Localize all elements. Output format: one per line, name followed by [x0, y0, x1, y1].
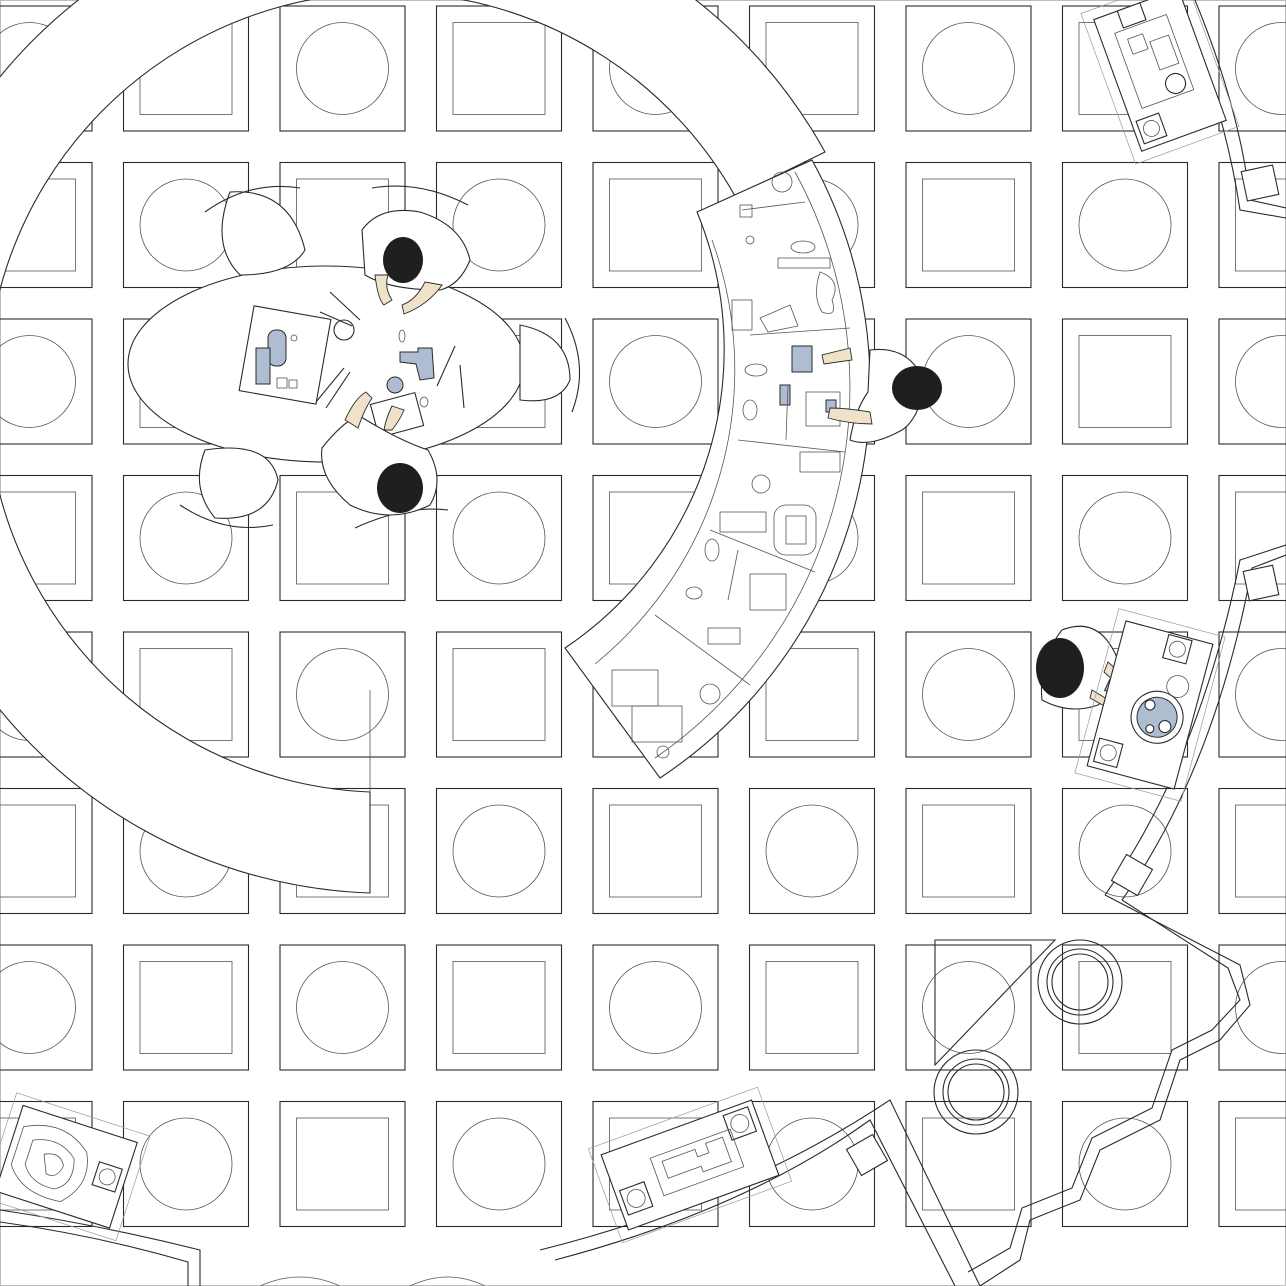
coffer-cell [1218, 1100, 1286, 1228]
coffer-cell [279, 944, 406, 1071]
coffer-cell [279, 631, 406, 758]
person-right [821, 347, 942, 443]
meeting-table [127, 185, 581, 529]
coffer-square [1078, 335, 1172, 428]
coffer-square [452, 648, 546, 741]
coffer-circle [296, 961, 389, 1054]
coffer-cell [279, 5, 406, 132]
coffer-cell [748, 944, 876, 1071]
coffer-cell [1061, 787, 1189, 915]
coffer-cell [1061, 1100, 1189, 1228]
coffer-square [452, 22, 546, 115]
coffer-cell [1061, 474, 1189, 602]
coffer-square [1235, 178, 1286, 272]
coffer-square [139, 961, 233, 1054]
coffer-cell [592, 787, 719, 915]
coffer-cell [1218, 5, 1286, 132]
coffer-square [452, 961, 546, 1054]
coffer-square [765, 961, 859, 1054]
coffer-cell [592, 318, 719, 445]
coffer-circle [1235, 335, 1286, 428]
coffer-cell [435, 944, 563, 1071]
coffer-cell [435, 787, 563, 915]
coffer-circle [0, 961, 76, 1054]
coffer-circle [452, 1117, 546, 1211]
person-bottom [321, 391, 438, 516]
coffer-square [922, 804, 1015, 898]
coffer-circle [1078, 804, 1172, 898]
coffer-cell [122, 944, 250, 1071]
coffer-cell [1218, 474, 1286, 602]
coffer-cell [905, 161, 1032, 289]
coffer-cell [1218, 944, 1286, 1071]
model-table-bottom-left [0, 1092, 151, 1242]
coffer-circle [1235, 648, 1286, 741]
coffer-square [765, 648, 859, 741]
coffer-circle [452, 804, 546, 898]
coffer-circle [0, 335, 76, 428]
coffer-cell [435, 474, 563, 602]
coffer-cell [122, 474, 250, 602]
person-top [361, 209, 471, 315]
coffer-circle [296, 648, 389, 741]
coffer-circle [609, 335, 702, 428]
coffer-cell [0, 944, 93, 1071]
coffer-square [922, 491, 1015, 585]
coffer-circle [922, 961, 1015, 1054]
coffer-square [922, 1117, 1015, 1211]
coffer-square [1235, 491, 1286, 585]
coffer-cell [1061, 161, 1189, 289]
coffer-cell [905, 1100, 1032, 1228]
coffer-cell [0, 787, 93, 915]
ring-wall [0, 0, 826, 894]
coffer-cell [435, 631, 563, 758]
coffer-cell [1218, 631, 1286, 758]
coffer-circle [609, 961, 702, 1054]
coffer-cell [279, 1100, 406, 1228]
coffer-cell [905, 631, 1032, 758]
coffer-circle [1078, 491, 1172, 585]
coffer-circle [922, 648, 1015, 741]
coffer-circle [139, 491, 233, 585]
coffer-square [1235, 1117, 1286, 1211]
coffer-circle [1235, 22, 1286, 115]
curved-counter [564, 159, 871, 779]
coffer-cell [1061, 318, 1189, 445]
coffer-cell [1218, 318, 1286, 445]
coffer-circle [922, 22, 1015, 115]
coffer-square [1235, 804, 1286, 898]
coffer-circle [296, 22, 389, 115]
coffer-circle [452, 491, 546, 585]
model-table-bottom [587, 1086, 793, 1244]
model-table-right [1074, 608, 1226, 802]
coffer-circle [139, 1117, 233, 1211]
coffer-square [0, 804, 76, 898]
coffer-cell [1061, 944, 1189, 1071]
coffer-cell [905, 5, 1032, 132]
coffer-square [922, 178, 1015, 272]
coffer-cell [592, 944, 719, 1071]
coffer-circle [1078, 1117, 1172, 1211]
coffer-circle [1235, 961, 1286, 1054]
coffer-cell [748, 787, 876, 915]
coffer-circle [765, 804, 859, 898]
table-top [127, 265, 525, 463]
coffer-cell [905, 944, 1032, 1071]
coffer-cell [1218, 161, 1286, 289]
coffer-square [296, 1117, 389, 1211]
coffer-cell [435, 1100, 563, 1228]
coffer-circle [452, 178, 546, 272]
coffer-cell [905, 474, 1032, 602]
coffer-square [609, 804, 702, 898]
coffer-circle [1078, 178, 1172, 272]
model-table-top-right [1080, 0, 1240, 165]
coffer-cell [1218, 787, 1286, 915]
coffer-square [1078, 961, 1172, 1054]
coffer-cell [905, 787, 1032, 915]
coffer-cell [0, 318, 93, 445]
